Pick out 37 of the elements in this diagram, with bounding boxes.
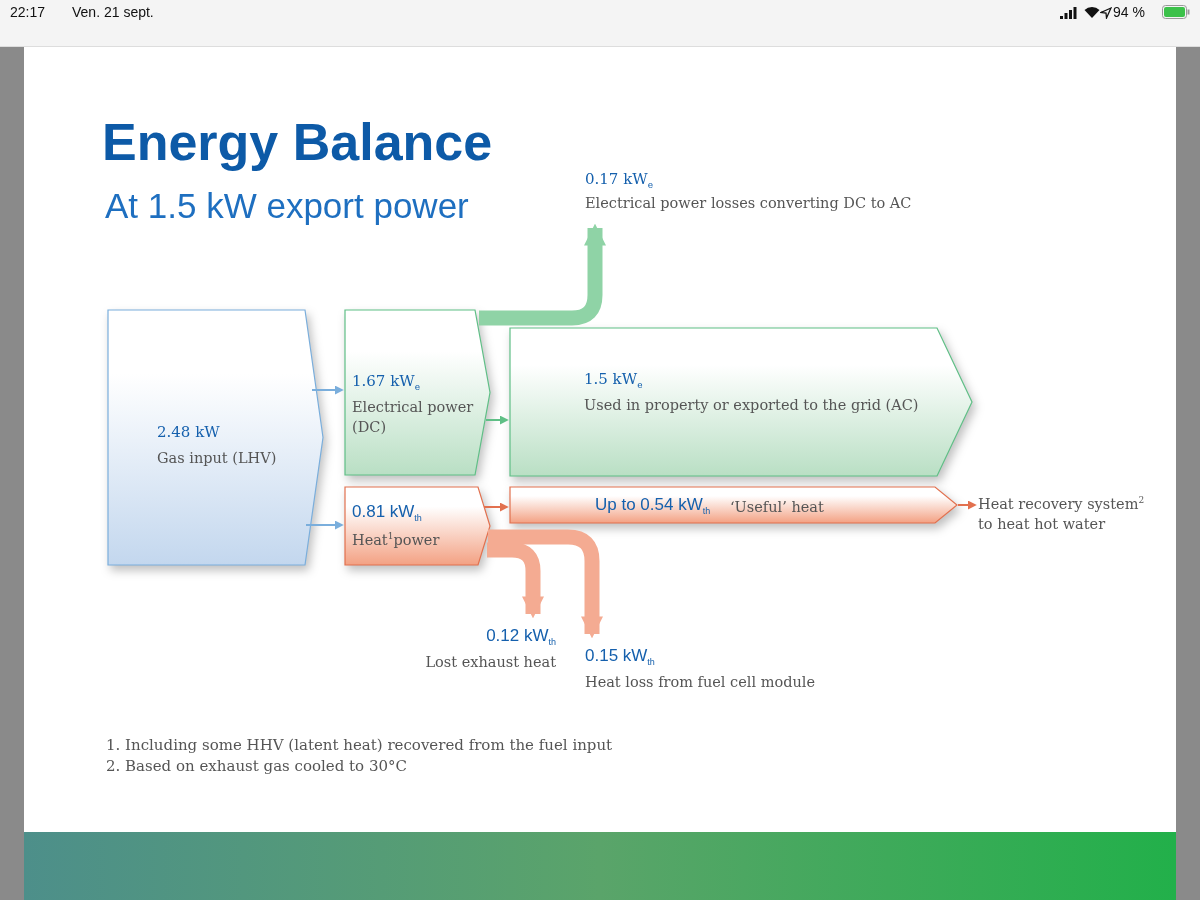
flow-description: Used in property or exported to the grid (AC) bbox=[584, 396, 919, 415]
power-value: 2.48 kW bbox=[157, 423, 220, 441]
flow-description: Heat$^{1}$power bbox=[352, 530, 440, 550]
power-value: 0.15 kW$_{th}$ bbox=[585, 646, 655, 668]
flow-description: Lost exhaust heat bbox=[425, 653, 556, 672]
power-value: 0.17 kW$_{e}$ bbox=[585, 170, 653, 190]
arrow bbox=[483, 502, 509, 512]
loss-flow-arrow bbox=[488, 529, 603, 639]
power-value: 0.81 kW$_{th}$ bbox=[352, 502, 422, 524]
footnote: 1. Including some HHV (latent heat) recovered from the fuel input bbox=[106, 736, 613, 754]
arrow bbox=[485, 415, 509, 425]
arrow bbox=[311, 385, 344, 395]
flow-block bbox=[345, 310, 490, 475]
flow-block bbox=[510, 328, 972, 476]
power-value: 1.67 kW$_{e}$ bbox=[352, 372, 420, 392]
title: Energy Balance bbox=[102, 112, 493, 172]
arrow bbox=[957, 500, 977, 510]
flow-description: Electrical power (DC) bbox=[352, 398, 475, 437]
flow-description: Heat recovery system$^{2}$ to heat hot water bbox=[978, 494, 1146, 534]
flow-description: ‘Useful’ heat bbox=[730, 498, 824, 517]
footnote: 2. Based on exhaust gas cooled to 30°C bbox=[106, 757, 407, 775]
flow-description: Heat loss from fuel cell module bbox=[585, 673, 815, 692]
input-flow-block bbox=[108, 310, 323, 565]
flow-block bbox=[510, 487, 957, 523]
flow-block bbox=[345, 487, 490, 565]
power-value: 1.5 kW$_{e}$ bbox=[584, 370, 643, 390]
power-value: 0.12 kW$_{th}$ bbox=[486, 626, 556, 648]
flow-description: Gas input (LHV) bbox=[157, 449, 277, 468]
loss-flow-arrow bbox=[479, 223, 606, 326]
loss-flow-arrow bbox=[487, 542, 544, 619]
arrow bbox=[305, 520, 344, 530]
clock-time: 22:17 bbox=[10, 4, 46, 20]
battery-percent: 94 % bbox=[1113, 4, 1145, 20]
date-text: Ven. 21 sept. bbox=[72, 4, 154, 20]
power-value: Up to 0.54 kW$_{th}$ bbox=[595, 495, 711, 517]
flow-description: Electrical power losses converting DC to AC bbox=[585, 194, 912, 213]
subtitle: At 1.5 kW export power bbox=[105, 186, 469, 226]
